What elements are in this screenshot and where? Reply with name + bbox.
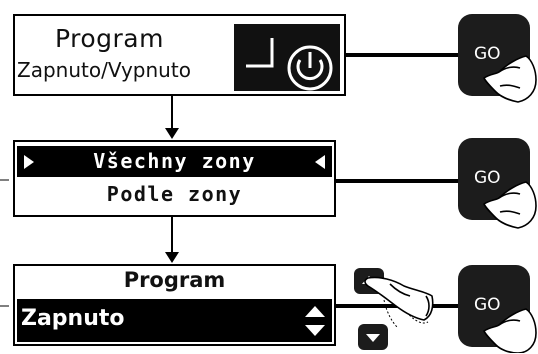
panel3-title: Program <box>123 268 226 292</box>
go-label: GO <box>474 168 501 188</box>
up-down-arrows-icon <box>305 306 325 336</box>
triangle-right-icon <box>315 155 325 169</box>
power-icon <box>234 24 340 91</box>
panel1-title: Program <box>55 24 164 53</box>
go-label: GO <box>474 295 501 315</box>
program-value-panel: Program Zapnuto <box>13 264 336 346</box>
value-row[interactable]: Zapnuto <box>17 299 332 342</box>
panel1-subtitle: Zapnuto/Vypnuto <box>17 58 191 82</box>
program-onoff-panel: Program Zapnuto/Vypnuto <box>13 14 346 96</box>
down-button[interactable] <box>358 324 388 350</box>
selected-option-row[interactable]: Všechny zony <box>17 146 332 177</box>
zone-selection-panel: Všechny zony Podle zony <box>13 140 336 217</box>
option-by-zone[interactable]: Podle zony <box>106 182 243 206</box>
down-arrow-icon <box>366 334 380 342</box>
go-label: GO <box>474 44 501 64</box>
triangle-left-icon <box>24 155 34 169</box>
arrow-1-head <box>165 128 179 139</box>
program-value: Zapnuto <box>21 306 125 331</box>
selected-option-label: Všechny zony <box>93 149 256 173</box>
arrow-2-head <box>165 252 179 263</box>
